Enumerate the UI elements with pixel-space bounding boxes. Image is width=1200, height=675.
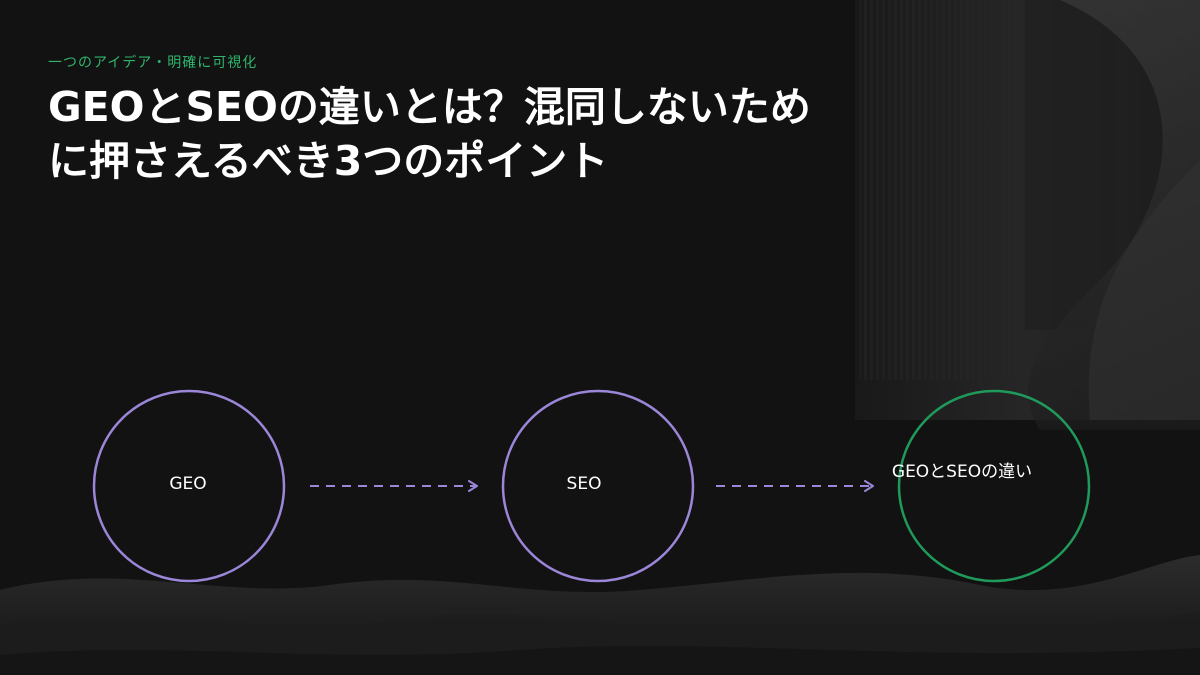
node-diff-circle [897, 389, 1091, 583]
node-geo-circle [92, 389, 286, 583]
node-seo-circle [501, 389, 695, 583]
node-seo-label: SEO [566, 474, 602, 494]
page-title: GEOとSEOの違いとは？混同しないために押さえるべき3つのポイント [48, 83, 811, 185]
kicker-label: 一つのアイデア・明確に可視化 [48, 55, 258, 71]
node-diff-label: GEOとSEOの違い [891, 462, 1033, 482]
node-geo-label: GEO [169, 474, 207, 494]
